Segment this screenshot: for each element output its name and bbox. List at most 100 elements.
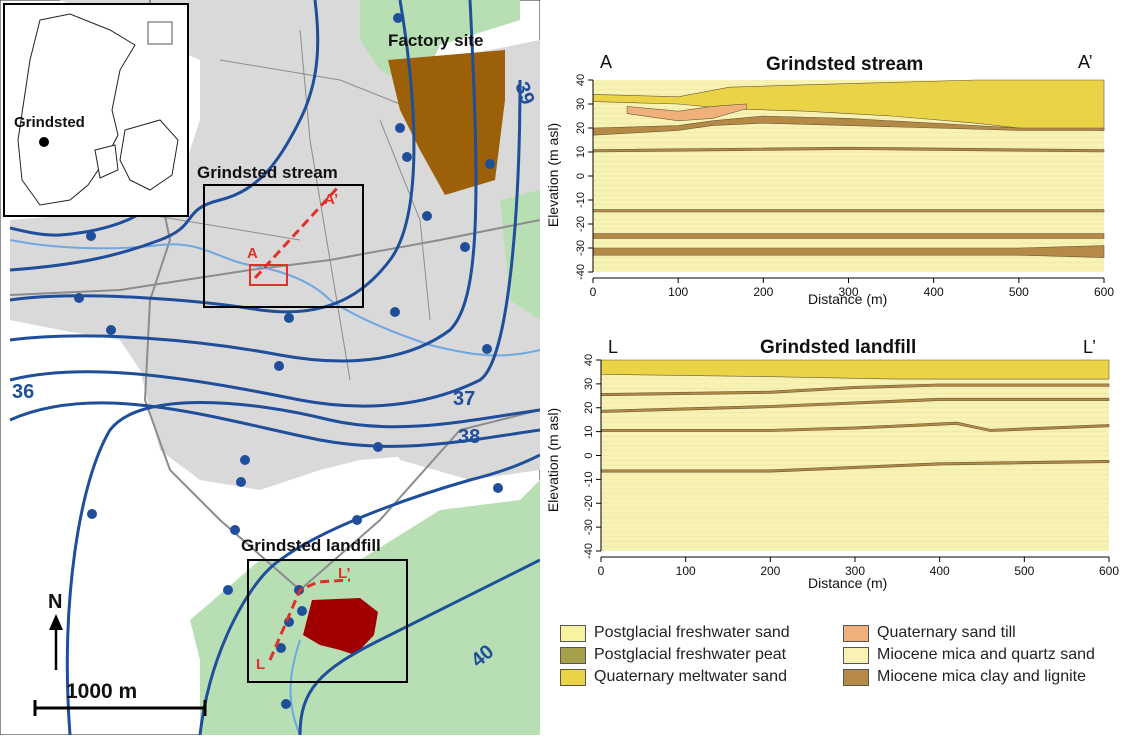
contour-line (9, 0, 478, 363)
well-point (284, 313, 294, 323)
x-tick-label: 400 (930, 564, 950, 578)
point-a-prime-label: A’ (324, 191, 338, 208)
grindsted-map: 39 36 37 38 40 A A’ L (0, 0, 541, 736)
grindsted-stream (9, 239, 541, 357)
factory-site-label: Factory site (388, 31, 483, 50)
well-point (352, 515, 362, 525)
geologic-layer (592, 115, 1105, 136)
section-line-a (253, 183, 342, 280)
legend-swatch (560, 646, 586, 664)
legend-swatch (560, 624, 586, 642)
legend-swatch (843, 624, 869, 642)
legend-item: Postglacial freshwater sand (560, 624, 790, 642)
well-point (393, 13, 403, 23)
x-tick-label: 500 (1009, 285, 1029, 299)
y-tick-label: -40 (583, 543, 595, 559)
well-point (240, 455, 250, 465)
legend-item: Quaternary sand till (843, 624, 1016, 642)
y-tick-label: -10 (575, 192, 587, 208)
stream-section-title: Grindsted stream (766, 54, 923, 75)
y-axis-label: Elevation (m asl) (545, 123, 561, 227)
contour-line (9, 401, 541, 448)
legend-item: Miocene mica and quartz sand (843, 646, 1095, 664)
y-tick-label: 20 (583, 402, 595, 414)
legend-swatch (560, 668, 586, 686)
stream-site-label: Grindsted stream (197, 163, 338, 182)
y-tick-label: 0 (583, 452, 595, 458)
well-point (87, 509, 97, 519)
y-tick-label: 40 (583, 354, 595, 366)
minor-road-3 (299, 29, 351, 381)
stream-tributary (289, 639, 301, 736)
x-tick-label: 200 (760, 564, 780, 578)
contour-label: 38 (458, 426, 480, 448)
y-tick-label: -30 (583, 519, 595, 535)
legend-label: Miocene mica clay and lignite (877, 668, 1086, 685)
point-l-label: L (256, 656, 265, 673)
minor-road-4 (379, 119, 431, 321)
x-tick-label: 100 (676, 564, 696, 578)
geologic-layer (600, 421, 1110, 432)
y-tick-label: 40 (575, 74, 587, 86)
bornholm-inset-box (147, 21, 173, 45)
east-west-road (9, 219, 541, 296)
well-point (485, 159, 495, 169)
legend-label: Postglacial freshwater peat (594, 646, 787, 663)
y-tick-label: 30 (575, 98, 587, 110)
contour-line (198, 453, 541, 736)
cross-sections: Grindsted stream A A’ Distance (m) Eleva… (540, 0, 1124, 735)
geologic-layer (592, 233, 1105, 239)
x-tick-label: 300 (838, 285, 858, 299)
y-tick-label: -20 (575, 216, 587, 232)
legend-label: Miocene mica and quartz sand (877, 646, 1095, 663)
legend-label: Quaternary sand till (877, 624, 1016, 641)
contour-label: 37 (453, 388, 475, 410)
well-point (395, 123, 405, 133)
geologic-layer (626, 103, 747, 122)
geologic-layer (600, 459, 1110, 473)
well-point (373, 442, 383, 452)
x-tick-label: 200 (753, 285, 773, 299)
section-end-label: L’ (1083, 337, 1096, 357)
contour-label: 36 (12, 381, 34, 403)
y-tick-label: 10 (575, 146, 587, 158)
well-point (86, 231, 96, 241)
inset-town-label: Grindsted (14, 114, 85, 131)
y-tick-label: 0 (575, 173, 587, 179)
legend-label: Quaternary meltwater sand (594, 668, 787, 685)
y-tick-label: -40 (575, 264, 587, 280)
section-start-label: A (600, 52, 612, 72)
landfill-area (303, 598, 378, 655)
landfill-section-title: Grindsted landfill (760, 337, 916, 358)
x-tick-label: 600 (1099, 564, 1119, 578)
x-axis-label: Distance (m) (808, 291, 887, 307)
geologic-layer (600, 397, 1110, 413)
well-point (106, 325, 116, 335)
x-tick-label: 400 (924, 285, 944, 299)
y-axis-label: Elevation (m asl) (545, 408, 561, 512)
legend-item: Postglacial freshwater peat (560, 646, 786, 664)
x-tick-label: 600 (1094, 285, 1114, 299)
well-point (422, 211, 432, 221)
well-point (230, 525, 240, 535)
cross-section-charts: Grindsted stream A A’ Distance (m) Eleva… (545, 52, 1119, 591)
legend-label: Postglacial freshwater sand (594, 624, 790, 641)
y-tick-label: -20 (583, 495, 595, 511)
stream-section-chart: Grindsted stream A A’ Distance (m) Eleva… (545, 52, 1114, 307)
section-end-label: A’ (1078, 52, 1093, 72)
y-tick-label: 20 (575, 122, 587, 134)
well-point (281, 699, 291, 709)
x-tick-label: 0 (590, 285, 597, 299)
zealand-outline (119, 119, 179, 191)
geologic-layer (600, 383, 1110, 397)
section-line-l (268, 578, 351, 661)
geology-legend: Postglacial freshwater sand Postglacial … (560, 620, 1120, 692)
well-point (460, 242, 470, 252)
x-tick-label: 500 (1014, 564, 1034, 578)
contour-line (9, 0, 416, 314)
denmark-inset-map: Grindsted (3, 3, 189, 217)
geologic-layer (592, 209, 1105, 213)
well-point (482, 344, 492, 354)
landfill-study-box (247, 559, 408, 683)
